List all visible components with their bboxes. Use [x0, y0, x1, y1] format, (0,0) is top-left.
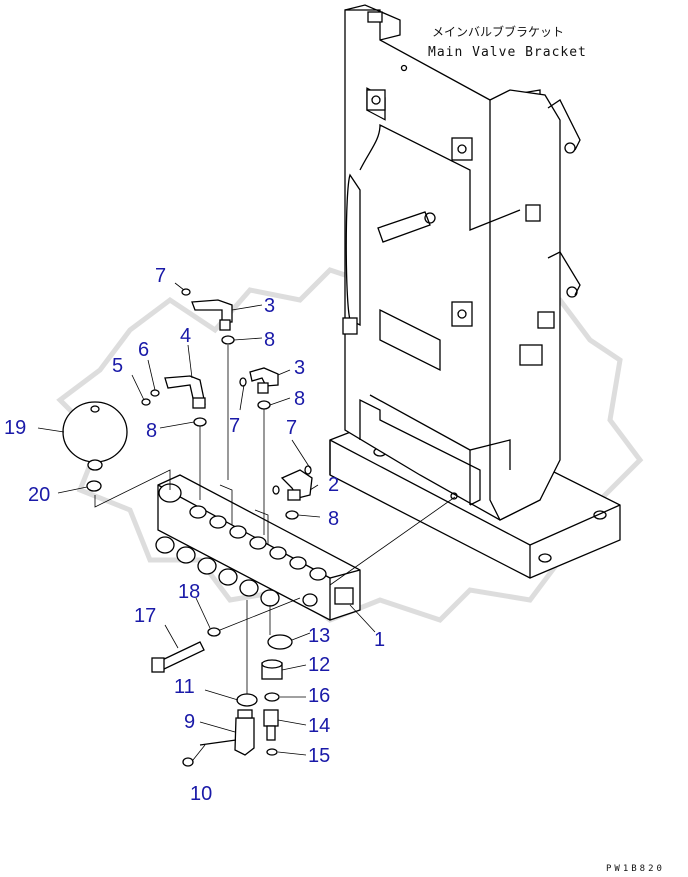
callout-10: 10: [190, 783, 212, 805]
title-english: Main Valve Bracket: [428, 45, 587, 60]
title-japanese: メインバルブブラケット: [432, 24, 564, 39]
callout-16: 16: [308, 685, 330, 707]
callout-11: 11: [174, 676, 195, 698]
fittings-group: [141, 288, 313, 535]
accumulator: [62, 401, 171, 508]
callout-8-lower: 8: [328, 508, 339, 530]
callout-14: 14: [308, 715, 330, 737]
leader-lines: [37, 282, 456, 756]
callout-12: 12: [308, 654, 330, 676]
callout-19: 19: [4, 417, 26, 439]
bottom-parts: [151, 597, 301, 767]
callout-8-top: 8: [264, 329, 275, 351]
main-valve-bracket: [329, 4, 621, 579]
callout-7-middle: 7: [229, 415, 240, 437]
callout-18: 18: [178, 581, 200, 603]
callout-6: 6: [138, 339, 149, 361]
callout-5: 5: [112, 355, 123, 377]
callout-17: 17: [134, 605, 156, 627]
callout-20: 20: [28, 484, 50, 506]
control-valve-assembly: [155, 474, 361, 621]
callout-3-middle: 3: [294, 357, 305, 379]
callout-8-middle: 8: [294, 388, 305, 410]
callout-9: 9: [184, 711, 195, 733]
callout-15: 15: [308, 745, 330, 767]
callout-4: 4: [180, 325, 191, 347]
callout-8-left: 8: [146, 420, 157, 442]
callout-7-top: 7: [155, 265, 166, 287]
callout-1: 1: [374, 629, 385, 651]
callout-3-top: 3: [264, 295, 275, 317]
callout-7-right: 7: [286, 417, 297, 439]
callout-2: 2: [328, 474, 339, 496]
drawing-code: PW1B820: [606, 864, 665, 874]
callout-13: 13: [308, 625, 330, 647]
